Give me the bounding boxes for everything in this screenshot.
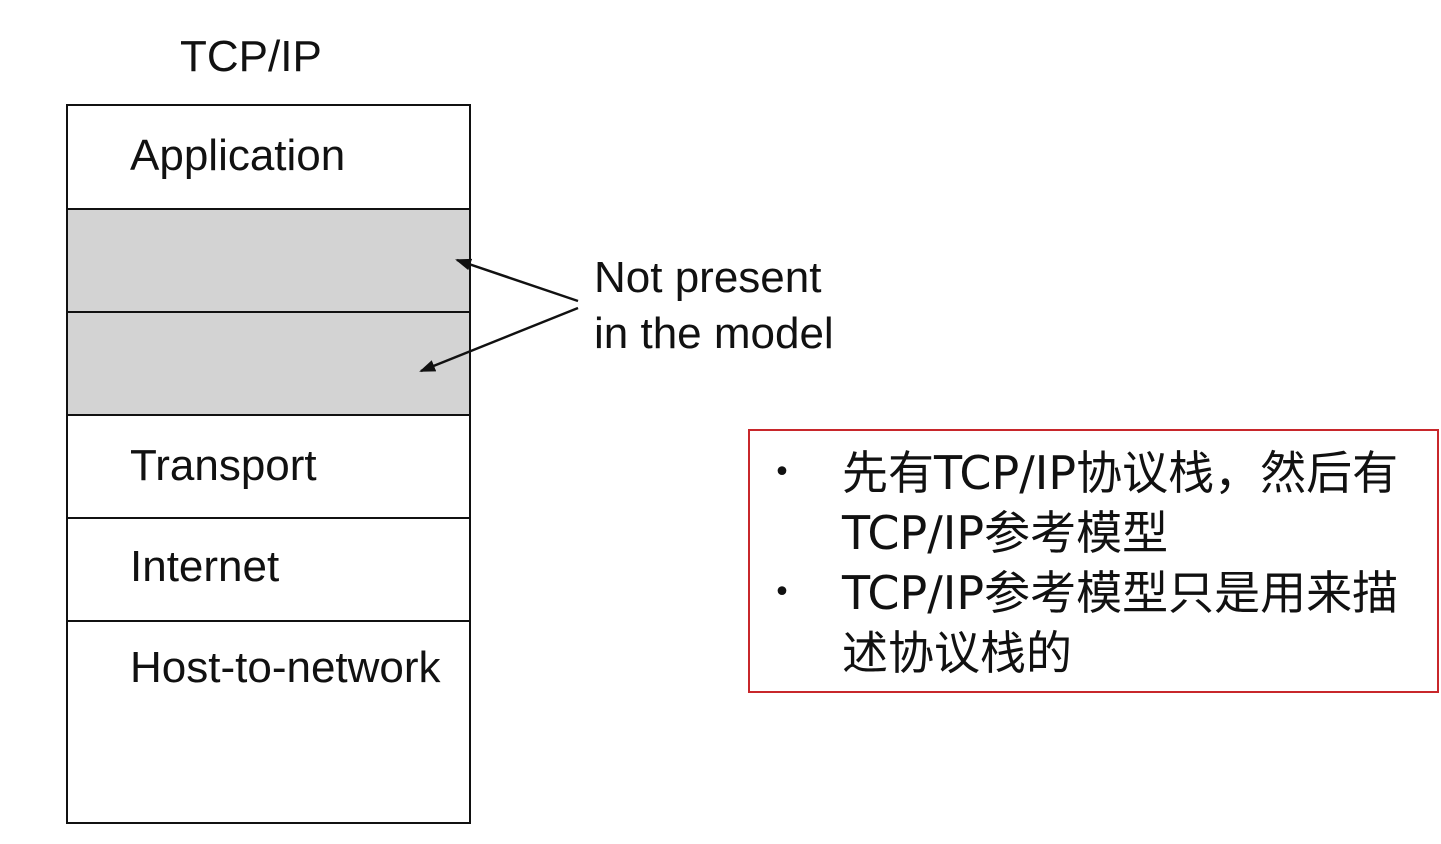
layer-divider (68, 414, 469, 416)
arrow-to-absent-layer-2 (419, 306, 579, 373)
layer-absent-2 (68, 313, 469, 414)
note-text: 先有TCP/IP协议栈，然后有TCP/IP参考模型 (842, 446, 1399, 560)
layer-divider (68, 311, 469, 313)
tcpip-layer-stack: Application Transport Internet Host-to-n… (66, 104, 471, 824)
note-list: • 先有TCP/IP协议栈，然后有TCP/IP参考模型 • TCP/IP参考模型… (750, 443, 1437, 683)
layer-label-internet: Internet (130, 542, 280, 591)
layer-divider (68, 620, 469, 622)
note-box: • 先有TCP/IP协议栈，然后有TCP/IP参考模型 • TCP/IP参考模型… (748, 429, 1439, 693)
layer-label-application: Application (130, 131, 346, 180)
annotation-text: Not present in the model (594, 250, 834, 362)
layer-divider (68, 208, 469, 210)
diagram-title: TCP/IP (180, 32, 322, 81)
annotation-line-2: in the model (594, 309, 834, 358)
note-item: • TCP/IP参考模型只是用来描述协议栈的 (750, 563, 1437, 683)
note-text: TCP/IP参考模型只是用来描述协议栈的 (842, 566, 1399, 680)
layer-divider (68, 517, 469, 519)
note-item: • 先有TCP/IP协议栈，然后有TCP/IP参考模型 (750, 443, 1437, 563)
bullet-icon: • (773, 455, 791, 490)
bullet-icon: • (773, 575, 791, 610)
annotation-line-1: Not present (594, 253, 822, 302)
layer-host-to-network: Host-to-network (68, 622, 469, 822)
layer-label-host-to-network: Host-to-network (130, 643, 441, 692)
layer-absent-1 (68, 210, 469, 311)
arrow-to-absent-layer-1 (455, 258, 579, 303)
layer-internet: Internet (68, 519, 469, 620)
layer-application: Application (68, 106, 469, 209)
layer-label-transport: Transport (130, 441, 317, 490)
layer-transport: Transport (68, 416, 469, 517)
